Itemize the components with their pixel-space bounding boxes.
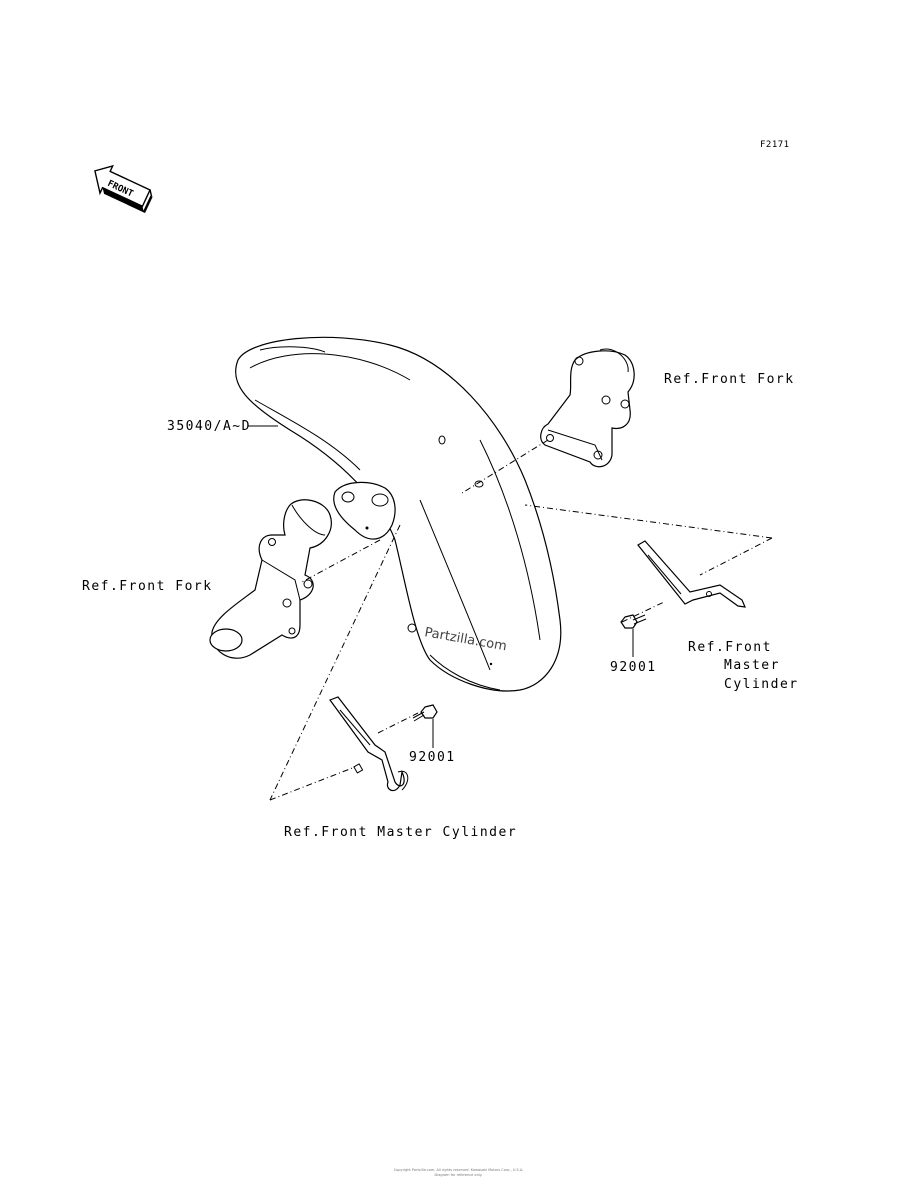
hose-clamp-left xyxy=(329,696,409,792)
hose-clamp-right xyxy=(637,540,746,608)
label-ref-master-cyl-bottom: Ref.Front Master Cylinder xyxy=(284,825,517,840)
footer-line-1: Copyright Partzilla.com. All rights rese… xyxy=(393,1168,524,1172)
figure-code: F2171 xyxy=(760,140,790,150)
label-bolt-left: 92001 xyxy=(409,750,456,765)
label-ref-master-cyl-right-1: Ref.Front xyxy=(688,640,772,655)
leader-lines xyxy=(248,425,634,748)
front-fork-right xyxy=(474,348,635,488)
footer-line-2: Diagram for reference only. xyxy=(434,1173,483,1177)
label-bolt-right: 92001 xyxy=(610,660,657,675)
front-arrow-icon: FRONT xyxy=(94,164,153,214)
label-ref-master-cyl-right-3: Cylinder xyxy=(724,677,799,692)
front-fender xyxy=(235,336,562,692)
label-fender-part: 35040/A~D xyxy=(167,419,251,434)
copyright-footer: Copyright Partzilla.com. All rights rese… xyxy=(0,1168,917,1178)
reference-lines xyxy=(269,439,773,801)
bolt-right xyxy=(620,614,647,629)
label-ref-front-fork-left: Ref.Front Fork xyxy=(82,579,213,594)
label-ref-master-cyl-right-2: Master xyxy=(724,658,780,673)
label-ref-front-fork-right: Ref.Front Fork xyxy=(664,372,795,387)
front-fork-left xyxy=(209,499,332,659)
bolt-left xyxy=(412,704,438,722)
